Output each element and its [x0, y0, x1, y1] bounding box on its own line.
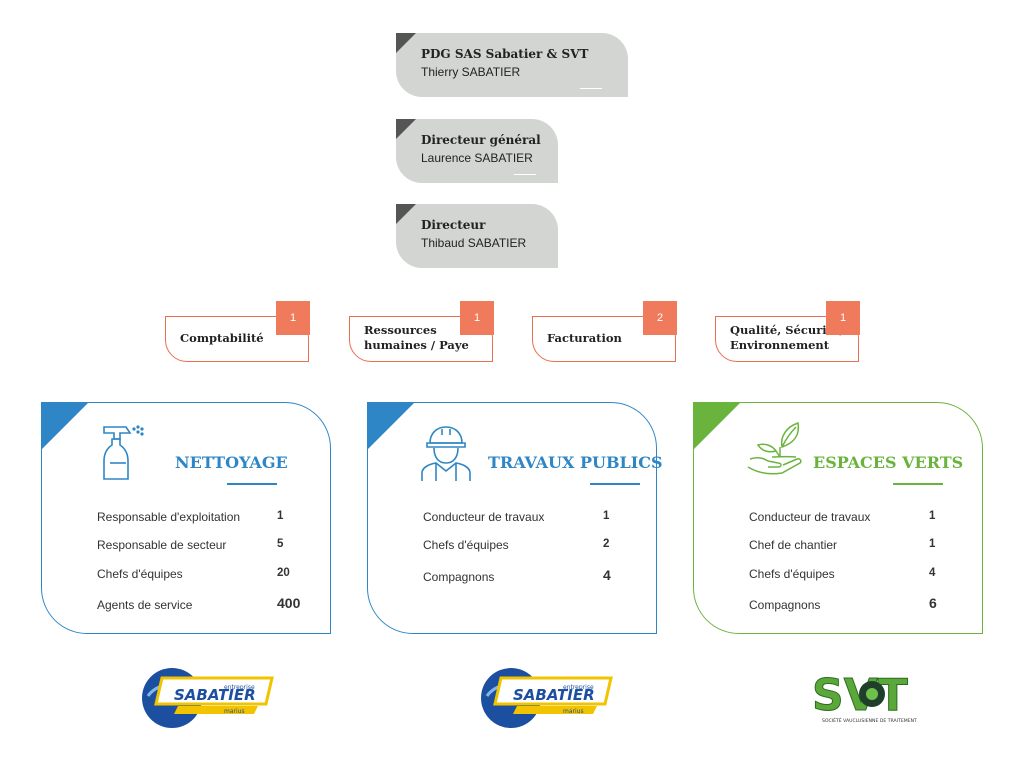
staff-role: Compagnons: [423, 570, 495, 584]
title-underline: [893, 483, 943, 485]
dept-count-badge: 1: [276, 301, 310, 335]
staff-row: Conducteur de travaux 1: [749, 510, 959, 524]
dept-label-line2: Environnement: [730, 338, 830, 352]
staff-count: 4: [929, 567, 936, 579]
card-corner: [42, 403, 88, 449]
director-name: Thibaud SABATIER: [421, 236, 527, 250]
staff-role: Chefs d'équipes: [749, 567, 835, 581]
logo-main-text: SABATIER: [174, 686, 256, 704]
staff-row: Responsable de secteur 5: [97, 538, 307, 552]
dept-comptabilite: Comptabilité 1: [165, 301, 310, 362]
logo-small-text: entreprise: [563, 684, 594, 691]
division-title: TRAVAUX PUBLICS: [488, 453, 663, 472]
ceo-title: PDG SAS Sabatier & SVT: [421, 47, 589, 61]
staff-row: Chefs d'équipes 20: [97, 567, 307, 581]
director-card: Directeur Thibaud SABATIER: [396, 204, 558, 268]
staff-count: 6: [929, 595, 937, 611]
logo-sub-text: SOCIÉTÉ VAUCLUSIENNE DE TRAITEMENT: [822, 716, 917, 724]
staff-role: Conducteur de travaux: [749, 510, 871, 524]
staff-row: Conducteur de travaux 1: [423, 510, 633, 524]
staff-row: Chefs d'équipes 2: [423, 538, 633, 552]
card-divider: [580, 88, 602, 89]
staff-role: Chefs d'équipes: [97, 567, 183, 581]
dept-label-line2: humaines / Paye: [364, 338, 469, 352]
dept-count-badge: 1: [460, 301, 494, 335]
staff-role: Conducteur de travaux: [423, 510, 545, 524]
division-nettoyage: NETTOYAGE Responsable d'exploitation 1 R…: [41, 402, 331, 634]
dept-label-line1: Qualité, Sécurité,: [730, 323, 844, 337]
spray-bottle-icon: [94, 423, 148, 488]
svt-logo: SVT SOCIÉTÉ VAUCLUSIENNE DE TRAITEMENT: [806, 666, 940, 731]
director-title: Directeur: [421, 218, 486, 232]
dept-label-line1: Ressources: [364, 323, 437, 337]
dept-label: Qualité, Sécurité, Environnement: [730, 323, 843, 353]
dept-label: Facturation: [547, 331, 622, 345]
staff-count: 400: [277, 595, 301, 611]
division-title: NETTOYAGE: [175, 453, 288, 472]
dept-count-badge: 2: [643, 301, 677, 335]
ceo-name: Thierry SABATIER: [421, 65, 521, 79]
title-underline: [590, 483, 640, 485]
logo-small-text: entreprise: [224, 684, 255, 691]
staff-role: Responsable de secteur: [97, 538, 227, 552]
staff-role: Responsable d'exploitation: [97, 510, 241, 524]
staff-count: 1: [277, 510, 284, 522]
general-director-title: Directeur général: [421, 133, 541, 147]
card-corner: [396, 204, 416, 224]
staff-count: 20: [277, 567, 290, 579]
staff-row: Compagnons 4: [423, 567, 633, 584]
logo-main-text: SABATIER: [513, 686, 595, 704]
staff-row: Responsable d'exploitation 1: [97, 510, 307, 524]
staff-row: Compagnons 6: [749, 595, 959, 612]
dept-qse: Qualité, Sécurité, Environnement 1: [715, 301, 860, 362]
dept-ressources-humaines: Ressources humaines / Paye 1: [349, 301, 494, 362]
staff-role: Compagnons: [749, 598, 821, 612]
title-underline: [227, 483, 277, 485]
staff-role: Agents de service: [97, 598, 193, 612]
construction-worker-icon: [418, 423, 474, 488]
dept-label: Ressources humaines / Paye: [364, 323, 469, 353]
logo-sub-text: marius: [224, 708, 245, 715]
card-corner: [694, 403, 740, 449]
card-corner: [396, 33, 416, 53]
dept-count-badge: 1: [826, 301, 860, 335]
division-travaux-publics: TRAVAUX PUBLICS Conducteur de travaux 1 …: [367, 402, 663, 634]
staff-row: Chefs d'équipes 4: [749, 567, 959, 581]
staff-count: 5: [277, 538, 284, 550]
staff-count: 1: [929, 510, 936, 522]
sabatier-logo: entreprise SABATIER marius: [477, 666, 613, 735]
division-espaces-verts: ESPACES VERTS Conducteur de travaux 1 Ch…: [693, 402, 983, 634]
staff-row: Chef de chantier 1: [749, 538, 959, 552]
logo-sub-text: marius: [563, 708, 584, 715]
staff-count: 1: [929, 538, 936, 550]
general-director-name: Laurence SABATIER: [421, 151, 533, 165]
sabatier-logo: entreprise SABATIER marius: [138, 666, 274, 735]
card-corner: [368, 403, 414, 449]
card-corner: [396, 119, 416, 139]
card-divider: [514, 174, 536, 175]
staff-role: Chef de chantier: [749, 538, 838, 552]
staff-row: Agents de service 400: [97, 595, 307, 612]
staff-count: 4: [603, 567, 611, 583]
staff-role: Chefs d'équipes: [423, 538, 509, 552]
dept-label: Comptabilité: [180, 331, 264, 345]
division-title: ESPACES VERTS: [813, 453, 964, 472]
dept-facturation: Facturation 2: [532, 301, 677, 362]
staff-count: 2: [603, 538, 610, 550]
hand-plant-icon: [746, 417, 808, 484]
ceo-card: PDG SAS Sabatier & SVT Thierry SABATIER: [396, 33, 628, 97]
general-director-card: Directeur général Laurence SABATIER: [396, 119, 558, 183]
staff-count: 1: [603, 510, 610, 522]
